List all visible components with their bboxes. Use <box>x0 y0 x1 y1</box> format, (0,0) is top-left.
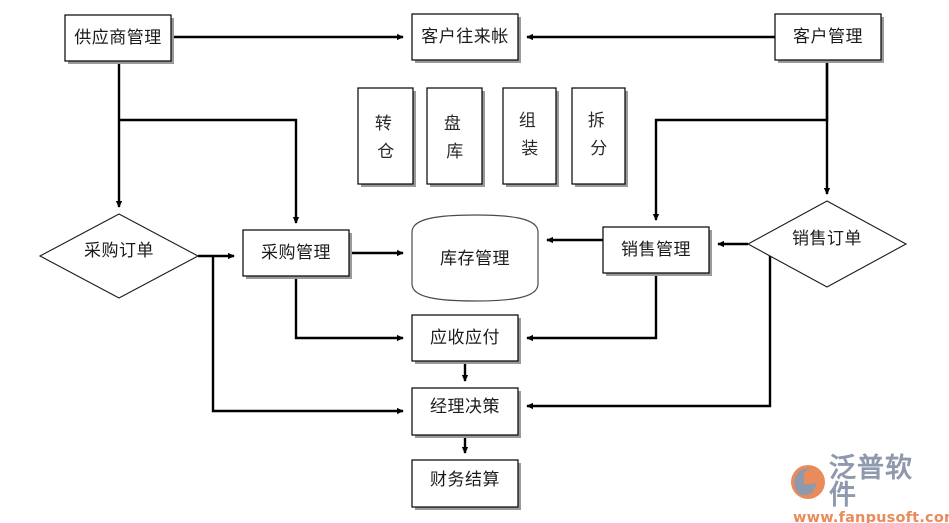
label-char-1: 转 <box>375 114 393 133</box>
edge-supplier-to-purchase-mgmt <box>119 118 300 224</box>
node-receivable-payable[interactable]: 应收应付 <box>411 314 521 364</box>
node-label-customer-ledger: 客户往来帐 <box>421 27 509 46</box>
node-label-sales-mgmt: 销售管理 <box>621 240 691 259</box>
node-transfer-warehouse[interactable]: 转 仓 <box>357 87 416 187</box>
node-disassemble[interactable]: 拆 分 <box>571 87 628 187</box>
label-char-2: 装 <box>521 139 539 158</box>
node-sales-mgmt[interactable]: 销售管理 <box>602 226 712 276</box>
label-char-2: 仓 <box>377 142 395 161</box>
node-assemble[interactable]: 组 装 <box>502 87 559 187</box>
edge-purchase-mgmt-to-receivable <box>294 276 404 342</box>
node-label-disassemble: 拆 分 <box>588 111 610 158</box>
node-label-purchase-mgmt: 采购管理 <box>261 243 331 262</box>
label-char-1: 组 <box>519 111 537 130</box>
label-char-2: 库 <box>446 142 464 161</box>
node-purchase-mgmt[interactable]: 采购管理 <box>242 229 352 279</box>
node-manager-decision[interactable]: 经理决策 <box>411 387 521 438</box>
node-label-manager-decision: 经理决策 <box>430 397 500 416</box>
watermark-brand-row: 泛普软件 <box>791 455 939 509</box>
watermark-brand-text: 泛普软件 <box>829 453 913 511</box>
watermark: 泛普软件 www.fanpusoft.com <box>791 455 949 523</box>
node-customer-mgmt[interactable]: 客户管理 <box>774 13 884 63</box>
edge-layer <box>115 33 831 454</box>
edge-sales-mgmt-to-receivable <box>526 273 658 342</box>
node-label-finance-settlement: 财务结算 <box>430 470 500 489</box>
watermark-url-text: www.fanpusoft.com <box>793 510 949 523</box>
node-label-receivable-payable: 应收应付 <box>430 328 500 347</box>
node-label-stocktake: 盘 库 <box>444 114 466 161</box>
label-char-1: 盘 <box>444 114 462 133</box>
node-label-transfer-warehouse: 转 仓 <box>375 114 397 161</box>
label-char-1: 拆 <box>588 111 606 130</box>
node-finance-settlement[interactable]: 财务结算 <box>411 459 521 510</box>
node-label-inventory-mgmt: 库存管理 <box>440 249 510 268</box>
fanpu-logo-icon <box>791 465 825 499</box>
node-label-purchase-order: 采购订单 <box>84 241 154 260</box>
node-label-sales-order: 销售订单 <box>792 229 862 248</box>
node-label-customer-mgmt: 客户管理 <box>793 27 863 46</box>
node-customer-ledger[interactable]: 客户往来帐 <box>411 13 521 63</box>
node-label-supplier-mgmt: 供应商管理 <box>74 28 162 47</box>
node-label-assemble: 组 装 <box>519 111 541 158</box>
node-supplier-mgmt[interactable]: 供应商管理 <box>64 14 174 64</box>
node-layer: 供应商管理 客户往来帐 客户管理 转 仓 <box>38 13 908 510</box>
node-inventory-mgmt[interactable]: 库存管理 <box>411 214 539 302</box>
edge-purchase-order-to-manager <box>211 257 404 415</box>
node-stocktake[interactable]: 盘 库 <box>426 87 485 187</box>
node-purchase-order[interactable]: 采购订单 <box>38 213 200 299</box>
label-char-2: 分 <box>590 139 608 158</box>
edge-customer-to-sales-mgmt <box>652 61 829 221</box>
edge-sales-order-to-manager <box>526 255 772 410</box>
node-sales-order[interactable]: 销售订单 <box>746 200 908 288</box>
